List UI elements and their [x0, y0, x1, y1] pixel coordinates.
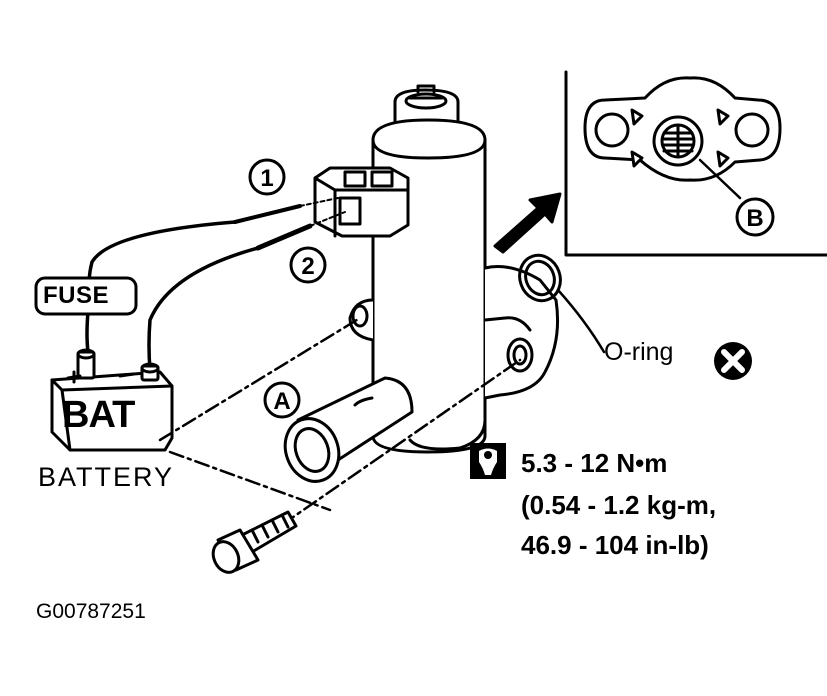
battery	[50, 348, 174, 452]
callout-1: 1	[260, 165, 273, 192]
callout-b-circle	[735, 197, 775, 237]
callout-a: A	[273, 388, 290, 415]
fuse-box	[34, 276, 138, 316]
callout-2: 2	[301, 253, 314, 280]
torque-spec-inlb: 46.9 - 104 in-lb)	[521, 530, 709, 560]
o-ring-leader	[556, 288, 606, 354]
wire-fuse	[87, 220, 237, 287]
torque-spec-kgm: (0.54 - 1.2 kg-m,	[521, 490, 717, 520]
inset-frame	[564, 70, 827, 257]
callout-2-circle	[289, 246, 327, 284]
bolt	[211, 510, 298, 574]
callout-b: B	[746, 205, 763, 232]
inset-gasket	[583, 76, 782, 200]
wire-battery-plus	[147, 246, 260, 372]
torque-spec-nm: 5.3 - 12 N•m	[521, 448, 668, 478]
bat-label: BAT	[62, 394, 135, 436]
torque-wrench-icon	[470, 443, 506, 479]
alignment-lines	[158, 316, 522, 542]
o-ring-label: O-ring	[604, 338, 674, 366]
figure-id: G00787251	[36, 600, 146, 623]
o-ring	[518, 253, 562, 303]
probe-1	[233, 204, 302, 224]
connector	[313, 166, 410, 238]
mount-hole	[506, 337, 534, 373]
battery-label: BATTERY	[38, 462, 175, 492]
x-in-circle-icon	[714, 342, 752, 380]
sleeve	[283, 376, 414, 483]
callout-1-circle	[248, 158, 286, 196]
probe-2	[255, 223, 313, 251]
arrow-to-inset	[493, 192, 562, 254]
fuse-label: FUSE	[43, 282, 110, 309]
callout-a-circle	[263, 381, 301, 419]
